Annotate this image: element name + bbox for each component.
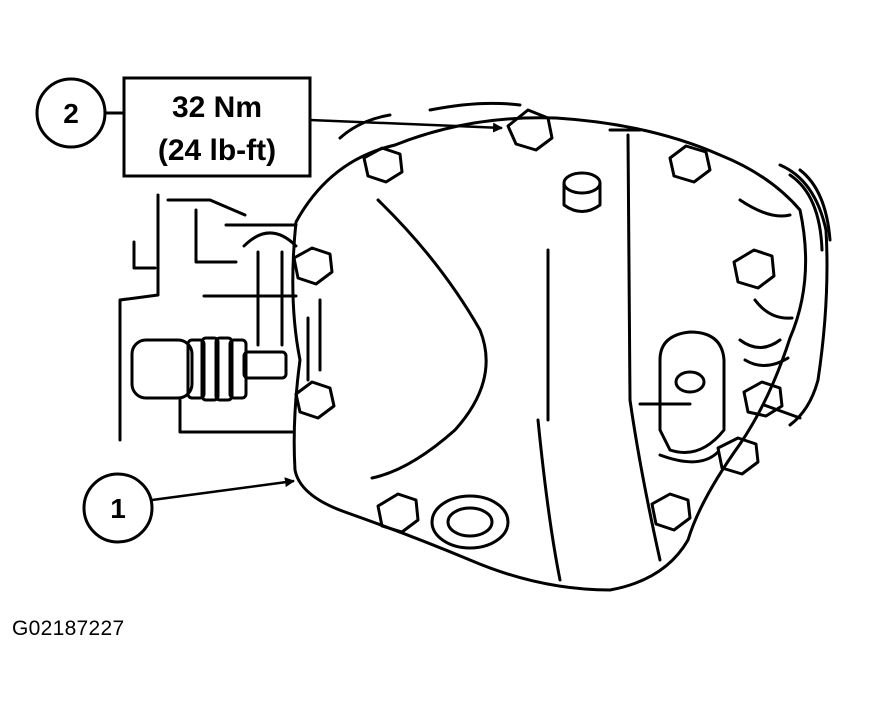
- top-boss: [562, 171, 602, 213]
- flange-ridges: [738, 163, 832, 427]
- callout-2: 2 32 Nm (24 lb-ft): [35, 76, 503, 178]
- cover-bolts: [292, 108, 784, 534]
- vent-fitting: [130, 231, 322, 402]
- bolt-hex-icon: [362, 146, 404, 184]
- bolt-hex-icon: [668, 144, 712, 184]
- cover-contours: [338, 101, 792, 582]
- bolt-hex-icon: [294, 380, 336, 420]
- torque-spec-metric: 32 Nm: [172, 91, 262, 124]
- callout-1-leader: [151, 477, 295, 502]
- callout-2-leader: [309, 118, 503, 133]
- callout-1-circle: [82, 472, 154, 544]
- bolt-hex-icon: [650, 492, 692, 532]
- bolt-hex-icon: [506, 108, 554, 152]
- right-bracket: [658, 330, 726, 454]
- torque-spec-imperial: (24 lb-ft): [158, 134, 276, 167]
- callout-2-number: 2: [63, 98, 79, 129]
- callout-1-number: 1: [110, 493, 126, 524]
- bolt-hex-icon: [732, 248, 776, 290]
- bolt-hex-icon: [742, 380, 784, 418]
- torque-spec-box: [122, 76, 312, 178]
- drain-plug: [430, 494, 510, 550]
- figure-id-label: G02187227: [12, 617, 125, 640]
- bolt-hex-icon: [376, 492, 420, 534]
- bolt-hex-icon: [716, 436, 760, 476]
- callout-1: 1: [82, 472, 295, 544]
- differential-cover-outline: [291, 116, 808, 592]
- axle-tube-lines: [118, 193, 298, 442]
- bolt-hex-icon: [292, 246, 334, 286]
